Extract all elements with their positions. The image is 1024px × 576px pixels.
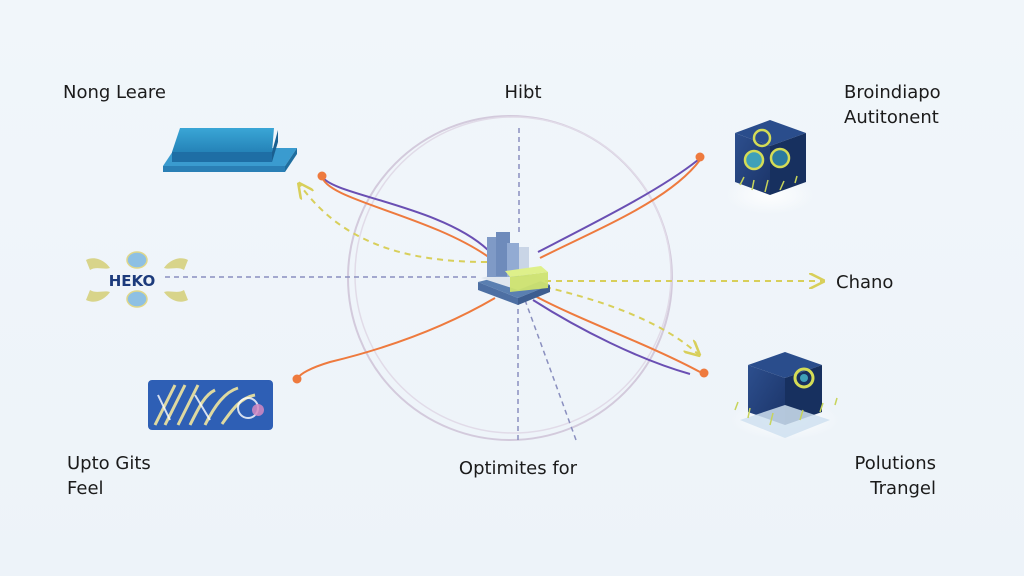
connector-bottom-left xyxy=(292,297,496,384)
cube-circuit-icon xyxy=(725,120,815,215)
hub-top-label-text: Hibt xyxy=(504,82,542,103)
node-label-line: Autitonent xyxy=(844,107,939,128)
stacked-slabs-icon xyxy=(163,128,297,172)
hub-building-icon xyxy=(478,232,550,305)
node-label-line: Feel xyxy=(67,478,104,499)
hub-orbit-circle xyxy=(347,115,673,441)
node-label-bottom-left: Upto Gits Feel xyxy=(67,451,151,501)
hub-bottom-label: Optimites for xyxy=(448,456,588,481)
node-label-line: Nong Leare xyxy=(63,82,166,103)
node-label-top-left: Nong Leare xyxy=(63,80,166,105)
node-label-top-right: Broindiapo Autitonent xyxy=(844,80,941,130)
cube-emblem-icon xyxy=(730,352,840,440)
node-label-mid-right: Chano xyxy=(836,270,893,295)
pattern-tile-icon xyxy=(148,380,273,430)
hub-bottom-label-text: Optimites for xyxy=(458,458,578,479)
node-label-bottom-right: Polutions Trangel xyxy=(800,451,937,501)
connector-top-left xyxy=(317,171,491,259)
node-label-line: Trangel xyxy=(870,478,936,499)
connector-bottom-right xyxy=(532,295,709,378)
node-label-line: Chano xyxy=(836,272,894,293)
heko-logo-text: HEKO xyxy=(109,272,156,290)
hub-top-label: Hibt xyxy=(478,80,568,105)
node-label-line: Broindiapo xyxy=(844,82,941,103)
dashed-line-diagonal-bottom xyxy=(524,299,577,441)
heko-logo-icon: HEKO xyxy=(86,251,188,308)
connector-top-right xyxy=(537,152,705,259)
node-label-line: Upto Gits xyxy=(67,453,151,474)
yellow-arrow-to-top-left xyxy=(300,185,488,263)
node-label-line: Polutions xyxy=(854,453,937,474)
